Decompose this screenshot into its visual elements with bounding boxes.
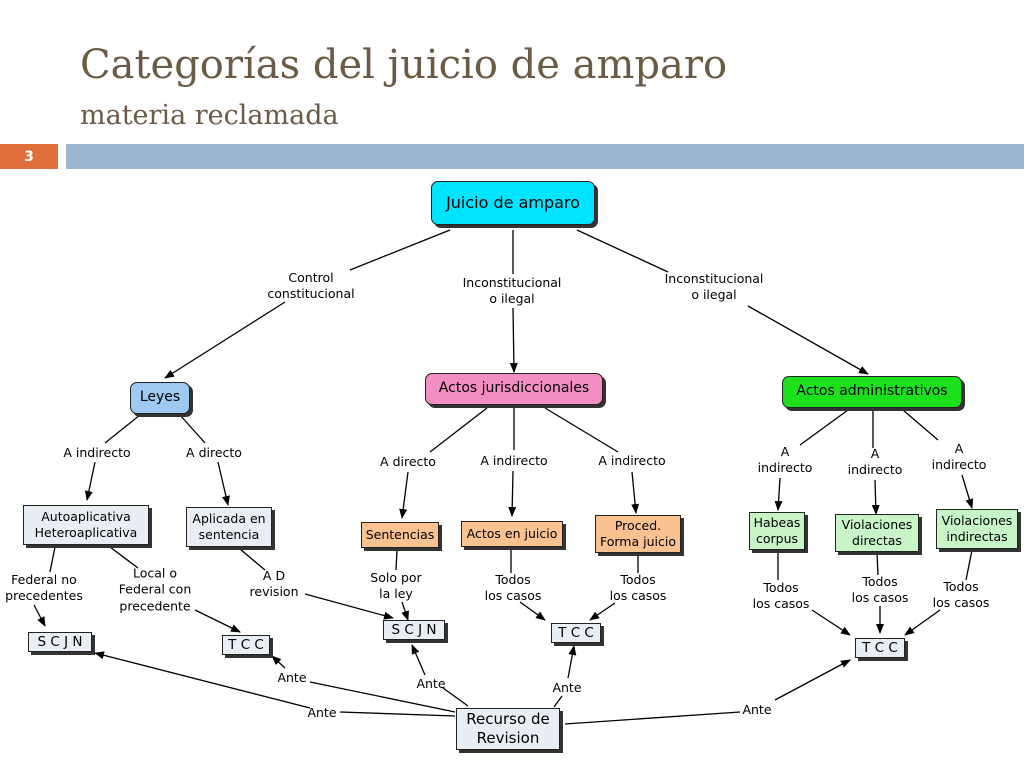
node-sentencias: Sentencias xyxy=(361,522,439,548)
edge-adm-ind1 xyxy=(799,409,849,446)
edge-indirecto1-actos xyxy=(508,470,517,517)
edge-aplicada-ad xyxy=(239,548,266,571)
edge-ante5-tcc xyxy=(774,659,851,701)
node-actos-en-juicio: Actos en juicio xyxy=(461,521,563,547)
node-aplicada-en-sentencia: Aplicada en sentencia xyxy=(186,507,272,547)
label-jur-a-indirecto-1: A indirecto xyxy=(480,452,548,468)
edge-ind2-viold xyxy=(871,479,880,515)
edge-auto-local xyxy=(109,546,139,569)
edge-recurso-ante2 xyxy=(309,681,456,713)
node-actos-administrativos: Actos administrativos xyxy=(782,376,962,408)
node-autoaplicativa: Autoaplicativa Heteroaplicativa xyxy=(23,505,149,545)
node-tcc-right: T C C xyxy=(855,638,905,658)
edge-federal-scjn xyxy=(33,604,46,627)
node-habeas-corpus: Habeas corpus xyxy=(749,512,805,550)
label-ante-1: Ante xyxy=(307,704,337,720)
node-violaciones-indirectas: Violaciones indirectas xyxy=(936,509,1018,549)
edge-sentencias-solo xyxy=(395,549,398,571)
page-title: Categorías del juicio de amparo xyxy=(80,42,728,88)
page-subtitle: materia reclamada xyxy=(80,100,339,131)
edge-ante4-tcc xyxy=(567,645,577,679)
edge-root-inconst-right xyxy=(576,229,669,273)
edge-recurso-ante5 xyxy=(564,711,741,725)
edge-leyes-indirecto xyxy=(104,414,141,444)
node-recurso-de-revision: Recurso de Revision xyxy=(456,708,560,750)
edge-inconst-mid-jur xyxy=(509,307,518,373)
node-tcc-left: T C C xyxy=(222,635,270,655)
edge-todos-tcc3c xyxy=(904,609,941,636)
node-scjn-mid: S C J N xyxy=(383,620,445,640)
edge-solo-scjn xyxy=(401,601,409,621)
node-juicio-de-amparo: Juicio de amparo xyxy=(431,181,595,225)
edge-violi-todos xyxy=(965,549,973,581)
node-actos-jurisdiccionales: Actos jurisdiccionales xyxy=(425,373,603,405)
edge-ind1-habeas xyxy=(774,477,783,511)
label-jur-a-directo: A directo xyxy=(380,453,436,469)
slide-number: 3 xyxy=(0,144,58,169)
label-ante-2: Ante xyxy=(277,669,307,685)
edge-jur-directo xyxy=(429,407,488,453)
edge-ante1-scjn xyxy=(94,651,311,709)
label-ante-5: Ante xyxy=(742,701,772,717)
edge-inconst-right-adm xyxy=(747,305,869,375)
edge-root-control xyxy=(349,229,451,271)
node-scjn-left: S C J N xyxy=(28,632,92,652)
label-jur-a-indirecto-2: A indirecto xyxy=(598,452,666,468)
edge-ante2-tcc xyxy=(271,655,286,669)
edge-recurso-ante4 xyxy=(553,695,563,708)
edge-auto-federal xyxy=(49,546,56,573)
node-leyes: Leyes xyxy=(130,382,190,414)
node-tcc-mid: T C C xyxy=(551,623,601,643)
edge-recurso-ante1 xyxy=(339,711,456,717)
edge-recurso-ante3 xyxy=(442,687,469,707)
edge-adm-ind3 xyxy=(902,409,939,441)
edge-todos-tcc1 xyxy=(519,601,546,621)
edge-indirecto2-proced xyxy=(631,471,640,514)
edge-ante3-scjn xyxy=(411,644,426,676)
edge-indirecto-auto xyxy=(84,461,96,501)
label-leyes-a-directo: A directo xyxy=(186,444,242,460)
edge-viold-todos xyxy=(876,552,879,576)
label-leyes-a-indirecto: A indirecto xyxy=(63,444,131,460)
edge-directo-aplicada xyxy=(217,461,230,506)
edge-directo-sentencias xyxy=(399,471,409,519)
node-violaciones-directas: Violaciones directas xyxy=(835,514,919,552)
node-proced-forma-juicio: Proced. Forma juicio xyxy=(595,515,681,553)
edge-ind3-violi xyxy=(961,474,974,509)
edge-control-leyes xyxy=(164,301,286,379)
edge-jur-indirecto2 xyxy=(544,407,619,453)
label-ante-3: Ante xyxy=(416,675,446,691)
edge-ad-scjn xyxy=(304,593,394,620)
edge-local-tcc xyxy=(194,609,241,633)
label-ante-4: Ante xyxy=(552,679,582,695)
header-divider-bar xyxy=(66,144,1024,169)
edge-todos-tcc3a xyxy=(811,609,851,636)
edge-leyes-directo xyxy=(179,414,206,444)
edge-todos-tcc2 xyxy=(589,602,616,621)
